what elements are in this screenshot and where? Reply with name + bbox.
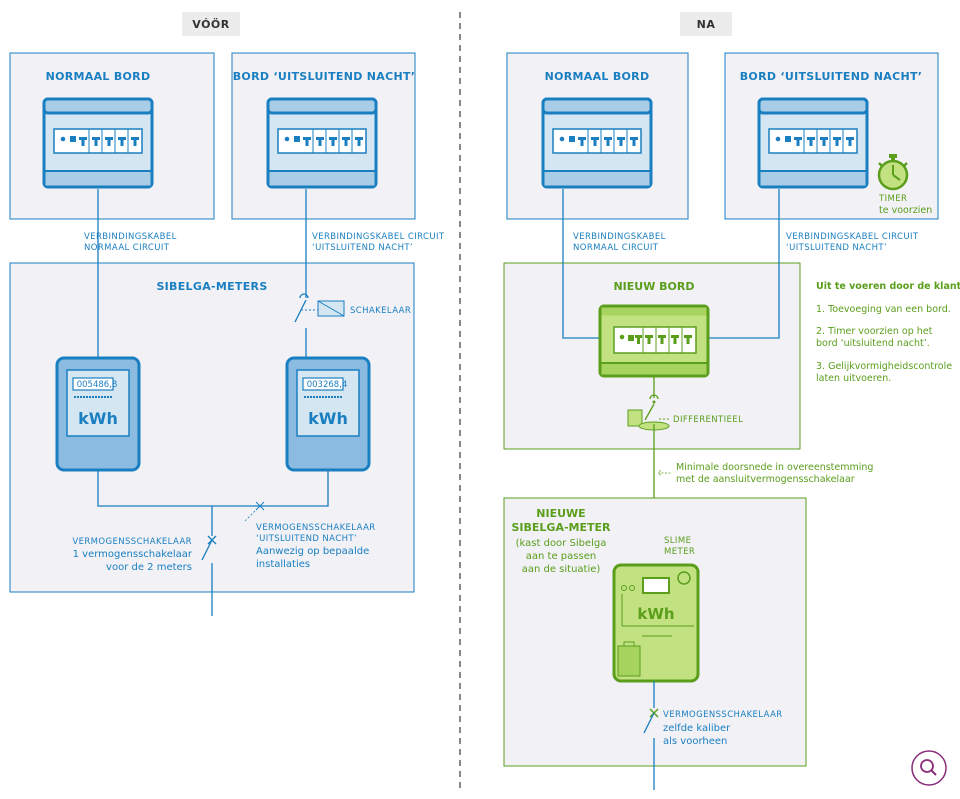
after-cable-night-label-2: ‘UITSLUITEND NACHT’ xyxy=(786,243,887,253)
new-meter-title1: NIEUWE xyxy=(536,507,585,520)
after-cable-normal-label-2: NORMAAL CIRCUIT xyxy=(573,243,659,253)
left-breaker-title: VERMOGENSSCHAKELAAR xyxy=(72,537,192,547)
after-breaker-icon xyxy=(643,708,659,734)
after-cable-normal-line xyxy=(562,189,600,339)
differential-icon xyxy=(627,394,670,431)
differential-label: DIFFERENTIEEL xyxy=(673,415,743,425)
new-meter-sub2: aan te passen xyxy=(526,551,596,562)
doorsnede-marker xyxy=(658,470,672,476)
meter-2-unit: kWh xyxy=(308,409,348,428)
after-cable-night-label-1: VERBINDINGSKABEL CIRCUIT xyxy=(786,232,919,242)
new-meter-title2: SIBELGA-METER xyxy=(512,521,612,534)
after-section: NA NORMAAL BORD BORD ‘UITSLUITEND NACHT’… xyxy=(503,12,960,790)
meter-1-reading: 005486,8 xyxy=(77,380,118,390)
new-board-title: NIEUW BORD xyxy=(613,280,694,293)
new-meter-sub1: (kast door Sibelga xyxy=(516,538,607,549)
before-header-bg xyxy=(182,12,240,36)
right-breaker-line1: Aanwezig op bepaalde xyxy=(256,546,369,557)
smart-meter-label-2: METER xyxy=(664,547,695,557)
customer-item-3-line2: laten uitvoeren. xyxy=(816,373,891,384)
smart-meter-unit: kWh xyxy=(637,605,674,623)
sibelga-meters-title: SIBELGA-METERS xyxy=(156,280,267,293)
right-breaker-title2: ‘UITSLUITEND NACHT’ xyxy=(256,534,357,544)
after-normal-board-title: NORMAAL BORD xyxy=(545,70,650,83)
switch-label: SCHAKELAAR xyxy=(350,306,411,316)
after-cable-normal-label-1: VERBINDINGSKABEL xyxy=(573,232,666,242)
after-breaker-line2: als voorheen xyxy=(663,736,727,747)
cable-night-label-1: VERBINDINGSKABEL CIRCUIT xyxy=(312,232,445,242)
right-breaker-line2: installaties xyxy=(256,559,310,570)
after-breaker-title: VERMOGENSSCHAKELAAR xyxy=(663,710,783,720)
after-breaker-line1: zelfde kaliber xyxy=(663,723,731,734)
new-board xyxy=(598,304,710,378)
customer-item-3-line1: 3. Gelijkvormigheidscontrole xyxy=(816,361,952,372)
stopwatch-icon xyxy=(877,154,909,191)
after-header: NA xyxy=(697,18,716,31)
before-night-board xyxy=(266,97,378,189)
after-header-bg xyxy=(680,12,732,36)
meters-bus xyxy=(97,470,329,507)
zoom-button[interactable] xyxy=(911,750,947,786)
after-cable-night-line xyxy=(708,189,780,339)
right-breaker-title1: VERMOGENSSCHAKELAAR xyxy=(256,523,376,533)
before-header: VÓÖR xyxy=(192,17,230,31)
before-normal-board-title: NORMAAL BORD xyxy=(46,70,151,83)
customer-item-2-line1: 2. Timer voorzien op het xyxy=(816,326,933,337)
timer-title: TIMER xyxy=(878,194,907,204)
before-night-board-title: BORD ‘UITSLUITEND NACHT’ xyxy=(233,70,416,83)
before-normal-board xyxy=(42,97,154,189)
left-breaker-line1: 1 vermogensschakelaar xyxy=(73,549,193,560)
new-meter-sub3: aan de situatie) xyxy=(522,564,601,575)
cable-night-label-2: ‘UITSLUITEND NACHT’ xyxy=(312,243,413,253)
switch-icon xyxy=(294,293,345,358)
cable-normal-label-2: NORMAAL CIRCUIT xyxy=(84,243,170,253)
after-night-board-title: BORD ‘UITSLUITEND NACHT’ xyxy=(740,70,923,83)
before-section: VÓÖR NORMAAL BORD BORD ‘UITSLUITEND NACH… xyxy=(9,12,445,616)
after-night-board xyxy=(757,97,869,189)
left-breaker-icon xyxy=(201,535,217,561)
meter-1-unit: kWh xyxy=(78,409,118,428)
smart-meter xyxy=(612,563,700,683)
meter-2-reading: 003268,4 xyxy=(307,380,348,390)
left-breaker-line2: voor de 2 meters xyxy=(106,562,192,573)
doorsnede-line2: met de aansluitvermogensschakelaar xyxy=(676,474,855,485)
after-normal-board xyxy=(541,97,653,189)
customer-item-1: 1. Toevoeging van een bord. xyxy=(816,304,951,315)
doorsnede-line1: Minimale doorsnede in overeenstemming xyxy=(676,462,873,473)
cable-normal-label-1: VERBINDINGSKABEL xyxy=(84,232,177,242)
customer-title: Uit te voeren door de klant xyxy=(816,281,960,292)
night-breaker-marker xyxy=(244,501,265,522)
customer-item-2-line2: bord ‘uitsluitend nacht’. xyxy=(816,338,930,349)
timer-sub: te voorzien xyxy=(879,205,932,216)
smart-meter-label-1: SLIME xyxy=(664,536,691,546)
search-icon xyxy=(920,759,937,776)
